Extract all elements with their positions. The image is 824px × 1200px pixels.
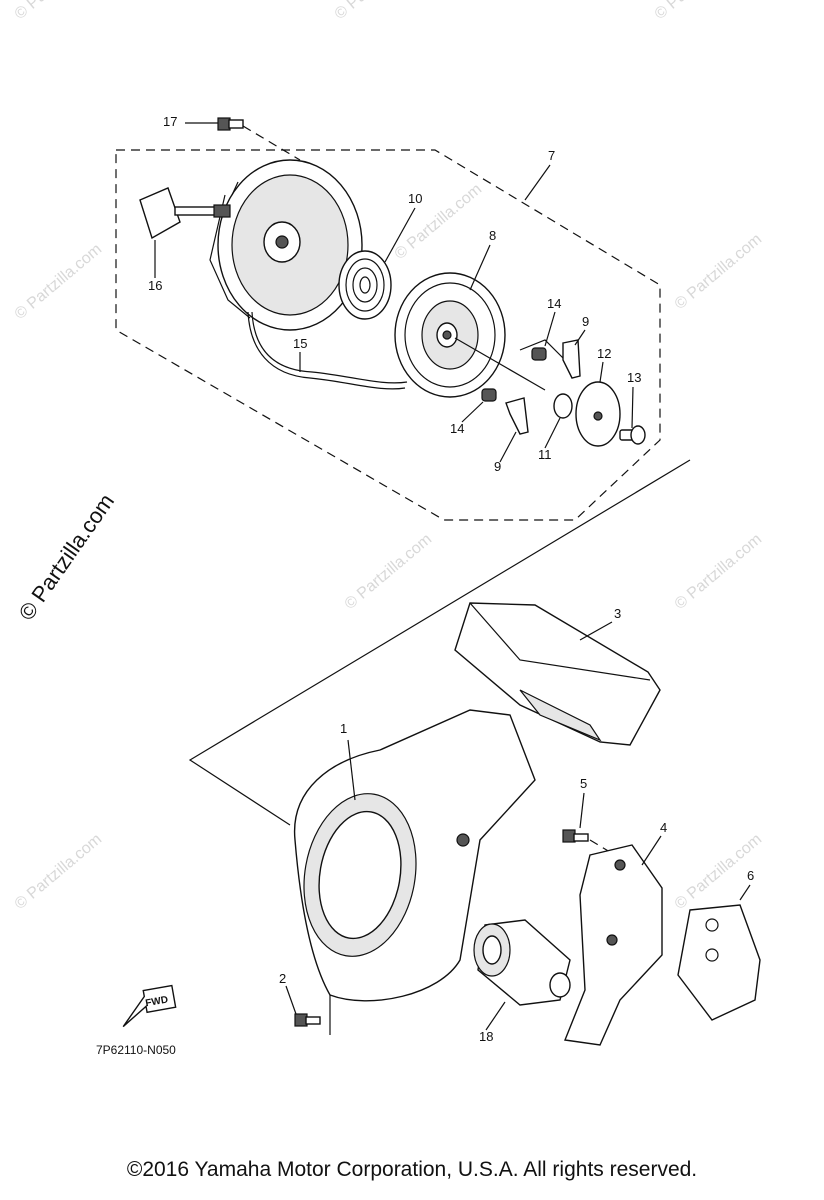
callout-18: 18 (479, 1029, 493, 1044)
air-shroud (454, 602, 661, 746)
watermark-text: © Partzilla.com (12, 831, 106, 913)
watermark-text: © Partzilla.com (672, 531, 766, 613)
callout-1: 1 (340, 721, 347, 736)
recoil-starter-assembly-outline (115, 149, 661, 521)
starter-rope (247, 311, 406, 390)
watermark-text: © Partzilla.com (12, 241, 106, 323)
diagram-code: 7P62110-N050 (96, 1043, 176, 1057)
callout-12: 12 (597, 346, 611, 361)
callout-13: 13 (627, 370, 641, 385)
bolt-bracket (562, 829, 589, 843)
pawl-spring-lower (481, 388, 497, 402)
callout-3: 3 (614, 606, 621, 621)
callout-10: 10 (408, 191, 422, 206)
assembly-leader-line (188, 459, 691, 826)
copyright-notice: ©2016 Yamaha Motor Corporation, U.S.A. A… (126, 1158, 698, 1181)
pawl-spring-upper (531, 347, 547, 361)
fwd-arrow: FWD (122, 984, 177, 1028)
bolt-top-axis (242, 125, 301, 161)
watermark-text: © Partzilla.com (332, 0, 426, 23)
callout-2: 2 (279, 971, 286, 986)
pawl-upper (562, 339, 581, 379)
callout-4: 4 (660, 820, 667, 835)
pawl-lower (505, 397, 529, 435)
bolt-bottom (294, 1013, 321, 1027)
plate (677, 904, 761, 1021)
callout-leaders (154, 122, 751, 1031)
callout-14-lower: 14 (450, 421, 464, 436)
callout-7: 7 (548, 148, 555, 163)
bracket (564, 844, 663, 1046)
callout-labels: 1 2 3 4 5 6 7 8 9 9 10 11 12 13 14 14 15… (148, 114, 754, 1044)
friction-plate (575, 381, 621, 447)
callout-6: 6 (747, 868, 754, 883)
watermark-text: © Partzilla.com (652, 0, 746, 23)
fwd-label: FWD (145, 995, 169, 1010)
callout-14-upper: 14 (547, 296, 561, 311)
callout-16: 16 (148, 278, 162, 293)
watermark-prominent: © Partzilla.com (14, 489, 120, 625)
callout-9-upper: 9 (582, 314, 589, 329)
watermark-text: © Partzilla.com (12, 0, 106, 23)
watermark-text: © Partzilla.com (392, 181, 486, 263)
bolt-top (217, 117, 244, 131)
shaft-axis-line (454, 337, 546, 391)
fan-housing (293, 709, 536, 1002)
starter-handle (139, 187, 231, 240)
callout-5: 5 (580, 776, 587, 791)
callout-11: 11 (538, 447, 552, 462)
screw (619, 425, 646, 445)
callout-15: 15 (293, 336, 307, 351)
spiral-spring (338, 250, 392, 320)
watermark-text: © Partzilla.com (672, 231, 766, 313)
recoil-starter-housing (209, 159, 363, 331)
starter-motor (473, 919, 571, 1006)
sheave-drum (394, 272, 506, 398)
callout-9-lower: 9 (494, 459, 501, 474)
callout-17: 17 (163, 114, 177, 129)
washer (553, 393, 573, 419)
watermark-text: © Partzilla.com (342, 531, 436, 613)
callout-8: 8 (489, 228, 496, 243)
